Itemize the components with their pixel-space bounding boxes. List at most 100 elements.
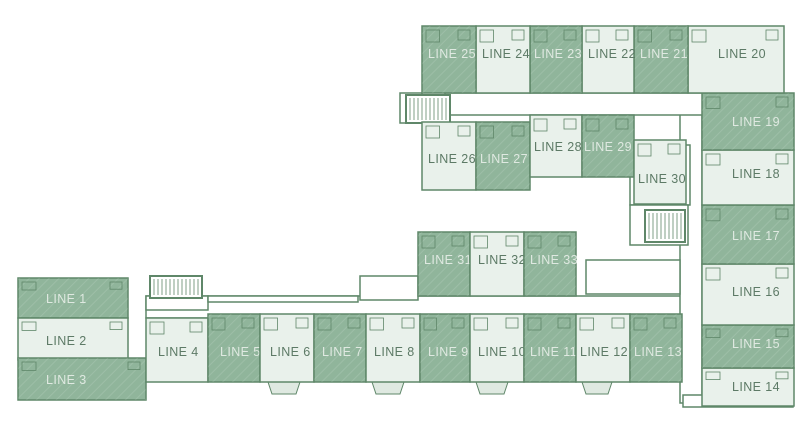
fixture [667, 143, 681, 155]
fixture [705, 371, 721, 380]
unit-label: LINE 23 [534, 47, 582, 61]
fixture [451, 235, 465, 247]
unit-label: LINE 3 [46, 373, 87, 387]
corridor [207, 295, 359, 303]
unit-line-24: LINE 24 [475, 25, 531, 94]
fixture [669, 29, 683, 41]
unit-label: LINE 32 [478, 253, 526, 267]
unit-label: LINE 30 [638, 172, 686, 186]
unit-label: LINE 21 [640, 47, 688, 61]
unit-line-5: LINE 5 [207, 313, 261, 383]
unit-line-18: LINE 18 [701, 149, 795, 206]
unit-label: LINE 17 [732, 229, 780, 243]
unit-label: LINE 1 [46, 292, 87, 306]
unit-line-33: LINE 33 [523, 231, 578, 297]
unit-line-15: LINE 15 [701, 324, 795, 369]
fixture [347, 317, 361, 329]
corridor [359, 275, 419, 301]
unit-label: LINE 18 [732, 167, 780, 181]
unit-line-4: LINE 4 [145, 317, 209, 383]
unit-label: LINE 22 [588, 47, 636, 61]
unit-label: LINE 6 [270, 345, 311, 359]
unit-line-29: LINE 29 [581, 114, 635, 178]
unit-label: LINE 27 [480, 152, 528, 166]
fixture [149, 321, 165, 335]
unit-label: LINE 26 [428, 152, 476, 166]
unit-area [145, 317, 209, 383]
fixture [109, 281, 123, 290]
unit-line-25: LINE 25 [421, 25, 477, 94]
corridor [444, 92, 706, 116]
fixture [585, 29, 600, 43]
unit-line-10: LINE 10 [469, 313, 526, 383]
fixture [511, 125, 525, 137]
stair-core [405, 94, 451, 124]
unit-line-14: LINE 14 [701, 367, 795, 407]
fixture [585, 118, 600, 132]
unit-label: LINE 15 [732, 337, 780, 351]
unit-label: LINE 24 [482, 47, 530, 61]
fixture [615, 29, 629, 41]
unit-label: LINE 29 [584, 140, 632, 154]
unit-area [469, 231, 525, 297]
fixture [557, 235, 571, 247]
stair-core [644, 209, 686, 243]
fixture [21, 321, 37, 331]
unit-line-22: LINE 22 [581, 25, 636, 94]
fixture [511, 29, 525, 41]
fixture [579, 317, 594, 331]
fixture [663, 317, 677, 329]
fixture [211, 317, 226, 331]
unit-label: LINE 12 [580, 345, 628, 359]
unit-line-32: LINE 32 [469, 231, 526, 297]
balcony [475, 381, 509, 395]
unit-line-31: LINE 31 [417, 231, 472, 297]
unit-line-21: LINE 21 [633, 25, 689, 94]
unit-label: LINE 33 [530, 253, 578, 267]
unit-area [421, 121, 477, 191]
unit-label: LINE 31 [424, 253, 472, 267]
fixture [473, 317, 488, 331]
fixture [401, 317, 415, 329]
fixture [127, 361, 141, 370]
unit-line-13: LINE 13 [629, 313, 683, 383]
balcony [267, 381, 301, 395]
unit-label: LINE 14 [732, 380, 780, 394]
balcony [581, 381, 613, 395]
unit-label: LINE 5 [220, 345, 261, 359]
unit-line-26: LINE 26 [421, 121, 477, 191]
fixture [705, 328, 721, 339]
fixture [369, 317, 384, 331]
unit-line-3: LINE 3 [17, 357, 147, 401]
fixture [563, 29, 577, 41]
fixture [533, 118, 548, 132]
unit-label: LINE 8 [374, 345, 415, 359]
unit-area [575, 313, 631, 383]
fixture [527, 317, 542, 331]
unit-line-23: LINE 23 [529, 25, 583, 94]
fixture [295, 317, 309, 329]
fixture [479, 125, 494, 139]
unit-area [687, 25, 785, 94]
fixture [189, 321, 203, 333]
fixture [533, 29, 548, 43]
unit-area [581, 25, 635, 94]
fixture [317, 317, 332, 331]
unit-label: LINE 10 [478, 345, 526, 359]
fixture [705, 153, 721, 166]
fixture [457, 125, 471, 137]
unit-line-30: LINE 30 [633, 139, 687, 205]
unit-label: LINE 11 [530, 345, 577, 359]
unit-line-19: LINE 19 [701, 92, 795, 151]
fixture [505, 317, 519, 329]
fixture [775, 153, 789, 165]
unit-line-28: LINE 28 [529, 114, 583, 178]
fixture [421, 235, 436, 249]
unit-line-6: LINE 6 [259, 313, 315, 383]
unit-area [633, 139, 687, 205]
unit-area [469, 313, 525, 383]
fixture [21, 361, 37, 371]
fixture [765, 29, 779, 41]
